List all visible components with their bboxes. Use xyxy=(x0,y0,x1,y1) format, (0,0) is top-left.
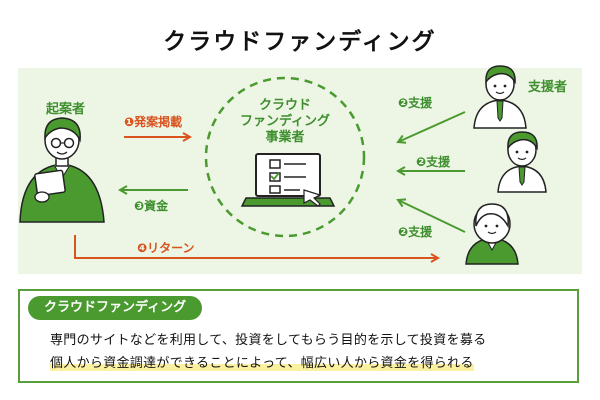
laptop-checklist-icon xyxy=(240,153,336,207)
label-funds: ❸資金 xyxy=(134,199,169,213)
platform-label-line-2: ファンディング xyxy=(239,114,331,129)
label-return: ❹リターン xyxy=(137,241,195,255)
label-project-post: ❶発案掲載 xyxy=(124,115,183,129)
supporter-label: 支援者 xyxy=(528,80,568,95)
label-support-3: ❷支援 xyxy=(398,225,433,239)
supporter-figure-1 xyxy=(473,65,527,129)
supporter-figure-3 xyxy=(465,203,519,265)
info-heading: クラウドファンディング xyxy=(28,296,203,320)
arrow-support-3 xyxy=(398,200,466,233)
info-line-2: 個人から資金調達ができることによって、幅広い人から資金を得られる xyxy=(50,352,474,371)
platform-label-line-1: クラウド xyxy=(258,98,311,113)
founder-figure xyxy=(19,117,105,223)
arrow-support-1 xyxy=(398,111,466,142)
supporter-figure-2 xyxy=(497,131,547,193)
platform-label-line-3: 事業者 xyxy=(265,130,305,145)
platform-label: クラウド ファンディング 事業者 xyxy=(226,98,344,146)
arrow-return xyxy=(74,235,438,258)
info-line-2-text: 個人から資金調達ができることによって、幅広い人から資金を得られる xyxy=(50,356,474,371)
label-support-1: ❷支援 xyxy=(398,96,433,110)
label-support-2: ❷支援 xyxy=(416,155,451,169)
page-title: クラウドファンディング xyxy=(163,29,437,55)
founder-label: 起案者 xyxy=(46,102,86,117)
info-line-1: 専門のサイトなどを利用して、投資をしてもらう目的を示して投資を募る xyxy=(50,333,487,348)
platform-circle xyxy=(204,76,366,238)
